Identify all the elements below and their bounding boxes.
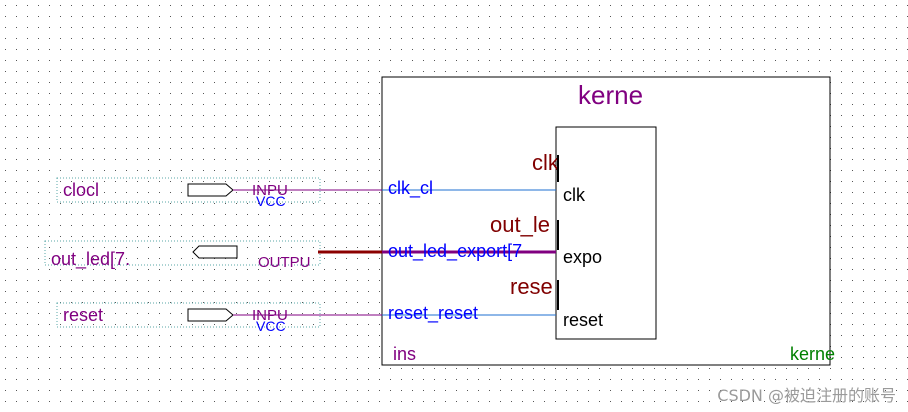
sub-port-clk: clk <box>563 185 586 205</box>
reset-port-label: reset_reset <box>388 303 478 324</box>
reset-input-symbol <box>187 308 234 322</box>
reset-pin-type: INPU <box>252 307 288 324</box>
out-led-pin-name: out_led[7. <box>51 249 130 270</box>
instance-label: ins <box>393 344 416 364</box>
reset-pin-name: reset <box>63 305 103 325</box>
out-led-pin-box[interactable] <box>44 240 321 266</box>
sub-port-reset: reset <box>563 310 603 330</box>
out-led-pin-type: OUTPU <box>258 254 311 271</box>
sub-group-label-reset: rese <box>510 274 553 299</box>
sub-group-label-clk: clk <box>532 150 560 175</box>
entity-label: kerne <box>790 344 835 364</box>
clock-input-symbol <box>187 183 234 197</box>
watermark: CSDN @被迫注册的账号 <box>717 386 896 405</box>
reset-pin-box[interactable] <box>56 302 321 328</box>
kernel-block-title: kerne <box>578 80 643 110</box>
clock-pin-box[interactable] <box>56 177 321 203</box>
clock-pin-type: INPU <box>252 182 288 199</box>
sub-port-export: expo <box>563 247 602 267</box>
clock-pin-name: clocl <box>63 180 99 200</box>
out-led-port-label: out_led_export[7 <box>388 241 522 262</box>
sub-group-label-out-led: out_le <box>490 212 550 237</box>
out-led-output-symbol <box>192 245 238 259</box>
clock-port-label: clk_cl <box>388 178 433 199</box>
clock-pin-vcc: VCC <box>256 193 286 209</box>
subsystem-block[interactable] <box>555 126 657 340</box>
reset-pin-vcc: VCC <box>256 318 286 334</box>
